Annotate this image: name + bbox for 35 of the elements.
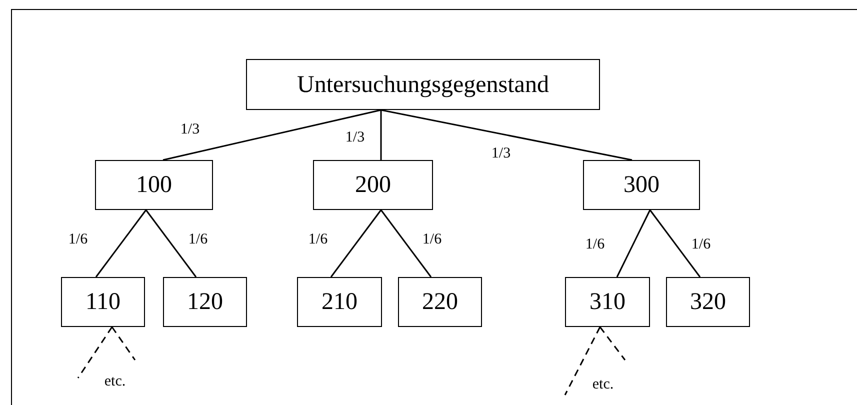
node-label: 120 <box>187 290 223 314</box>
node-label: Untersuchungsgegenstand <box>297 72 549 96</box>
connector-line <box>162 109 382 161</box>
node-label: 100 <box>136 173 172 197</box>
node-label: 320 <box>690 290 726 314</box>
node-label: 220 <box>422 290 458 314</box>
category-box <box>313 160 433 210</box>
dashed-continuation-line <box>564 326 601 396</box>
category-box <box>61 277 145 327</box>
connector-line <box>330 210 382 278</box>
category-box <box>565 277 650 327</box>
category-box <box>583 160 700 210</box>
node-label: 200 <box>355 173 391 197</box>
connector-line <box>616 210 651 278</box>
dashed-continuation-line <box>77 326 113 378</box>
node-label: 310 <box>590 290 626 314</box>
note-text: etc. <box>104 374 126 390</box>
connector-line <box>380 110 382 160</box>
category-box <box>297 277 382 327</box>
category-box <box>666 277 750 327</box>
connector-line <box>649 210 701 278</box>
connector-line <box>380 210 432 278</box>
node-label: 110 <box>85 290 121 314</box>
connector-line <box>380 109 632 161</box>
category-box <box>163 277 247 327</box>
category-box <box>95 160 213 210</box>
node-label: 210 <box>322 290 358 314</box>
node-label: 300 <box>624 173 660 197</box>
dashed-continuation-line <box>111 326 136 360</box>
connector-line <box>145 210 197 278</box>
category-box <box>398 277 482 327</box>
root-box <box>246 59 600 110</box>
connector-line <box>95 210 147 278</box>
note-text: etc. <box>592 378 614 392</box>
dashed-continuation-line <box>599 326 626 360</box>
